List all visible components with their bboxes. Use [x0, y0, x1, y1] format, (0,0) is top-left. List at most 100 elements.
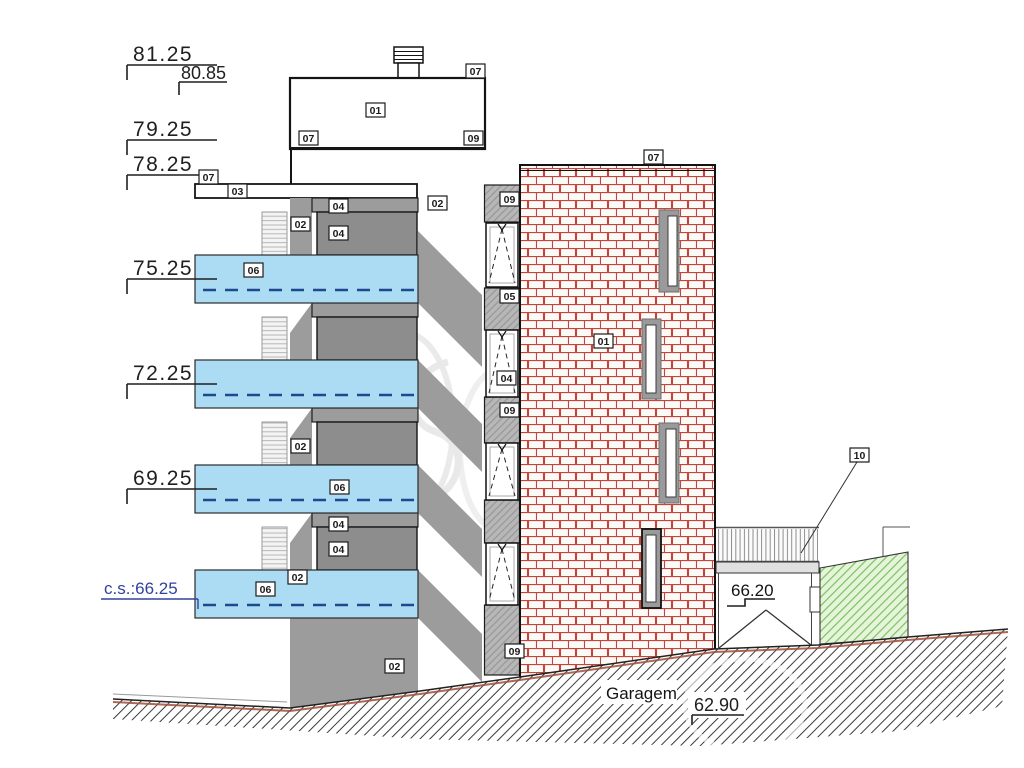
- tag-07-brick-top: 07: [643, 149, 664, 165]
- tag-09-strip-2: 09: [499, 402, 520, 418]
- svg-text:04: 04: [333, 519, 345, 531]
- floor-modules: [261, 197, 419, 571]
- svg-text:03: 03: [232, 186, 244, 198]
- chimney-cap-lines: [394, 51, 423, 60]
- tag-02-sidewall: 02: [427, 195, 448, 211]
- svg-text:04: 04: [333, 544, 345, 556]
- garage-door-symbol: [718, 609, 812, 649]
- terrain-line: [112, 628, 1009, 709]
- elevation-mark-cs-66-25: c.s.:66.25: [104, 579, 178, 598]
- svg-text:02: 02: [292, 572, 304, 584]
- elevation-mark-62-90: 62.90: [694, 695, 739, 715]
- tag-07-penthouse-left: 07: [298, 130, 319, 146]
- window-strip: [483, 184, 521, 676]
- svg-text:07: 07: [203, 172, 215, 184]
- tag-04-strip-window: 04: [496, 370, 517, 386]
- slit-window-2: [641, 318, 662, 400]
- tag-02-strip-floor4: 02: [287, 569, 308, 585]
- tag-04-band-floor1: 04: [328, 198, 349, 214]
- grass-slope: [819, 551, 909, 645]
- tag-02-ground-wall: 02: [384, 658, 405, 674]
- garagem-label-bg: [601, 680, 677, 704]
- tag-07-roof-top: 07: [465, 63, 486, 79]
- tag-02-strip-floor1: 02: [290, 216, 311, 232]
- tag-10-railing: 10: [849, 447, 870, 463]
- tag-07-canopy: 07: [198, 169, 219, 185]
- svg-text:07: 07: [648, 152, 660, 164]
- tag-05-strip: 05: [499, 288, 520, 304]
- tag-06-balcony1: 06: [243, 262, 264, 278]
- svg-text:09: 09: [468, 133, 480, 145]
- shutter-louver: [261, 211, 288, 256]
- elevation-mark-80-85: 80.85: [181, 63, 226, 83]
- component-tags: 07 01 07 09 07 03 04 02 04 02 06 07 09 0…: [198, 63, 870, 674]
- slit-window-1: [658, 209, 680, 293]
- svg-text:02: 02: [389, 661, 401, 673]
- strip-window-4: [485, 542, 519, 606]
- elevation-mark-79-25: 79.25: [133, 118, 193, 141]
- balcony-2: [194, 359, 419, 409]
- chimney-stack: [397, 62, 420, 80]
- svg-text:04: 04: [333, 228, 345, 240]
- elevation-mark-81-25: 81.25: [133, 43, 193, 66]
- garage-roof-slab: [715, 561, 820, 574]
- svg-text:09: 09: [509, 646, 521, 658]
- garagem-label: Garagem: [606, 684, 677, 703]
- garage-zone: [715, 526, 910, 649]
- elevation-mark-78-25: 78.25: [133, 153, 193, 176]
- shadow-band: [418, 570, 482, 682]
- balcony-3: [194, 464, 419, 514]
- svg-text:06: 06: [260, 584, 272, 596]
- tag-10-leader: [800, 461, 858, 554]
- svg-text:09: 09: [504, 405, 516, 417]
- watermark-ground: [682, 656, 808, 754]
- elevation-mark-69-25: 69.25: [133, 467, 193, 490]
- tag-09-strip-1: 09: [499, 191, 520, 207]
- svg-text:01: 01: [370, 105, 382, 117]
- elevation-marks: 81.25 80.85 79.25 78.25 75.25 72.25 69.2…: [101, 43, 227, 609]
- terrain: [112, 628, 1009, 754]
- ground-hatch: [113, 629, 1008, 746]
- shadow-band: [418, 465, 482, 577]
- brick-wall: [519, 164, 716, 689]
- svg-text:02: 02: [432, 198, 444, 210]
- slit-window-4: [641, 528, 662, 609]
- terrain-line-brown: [112, 631, 1009, 713]
- elevation-mark-75-25: 75.25: [133, 257, 193, 280]
- tag-09-penthouse-right: 09: [463, 130, 484, 146]
- elev-6290-bg: [688, 692, 746, 718]
- svg-text:06: 06: [334, 482, 346, 494]
- elevation-mark-72-25: 72.25: [133, 362, 193, 385]
- tag-03-canopy-slab: 03: [227, 183, 248, 199]
- svg-text:06: 06: [248, 265, 260, 277]
- svg-text:04: 04: [501, 373, 513, 385]
- strip-window-2: [485, 329, 519, 398]
- tag-06-balcony3: 06: [329, 479, 350, 495]
- shadow-band: [418, 231, 482, 367]
- shadow-band: [418, 360, 482, 472]
- penthouse-volume: [194, 46, 487, 199]
- svg-text:04: 04: [333, 201, 345, 213]
- tag-01-brick-wall: 01: [593, 333, 614, 349]
- tag-09-strip-bottom: 09: [504, 643, 525, 659]
- tag-06-balcony4: 06: [255, 581, 276, 597]
- tag-04-panel-floor1: 04: [328, 225, 349, 241]
- svg-text:07: 07: [303, 133, 315, 145]
- strip-window-3: [485, 442, 519, 501]
- shutter-louver: [261, 421, 288, 466]
- balcony-1: [194, 254, 419, 304]
- tag-02-strip-floor3: 02: [290, 438, 311, 454]
- svg-text:10: 10: [854, 450, 866, 462]
- shutter-louver: [261, 526, 288, 571]
- slit-window-3: [658, 422, 680, 504]
- svg-text:02: 02: [295, 219, 307, 231]
- svg-text:07: 07: [470, 66, 482, 78]
- svg-text:09: 09: [504, 194, 516, 206]
- tag-01-penthouse: 01: [365, 102, 386, 118]
- shutter-louver: [261, 316, 288, 361]
- svg-text:01: 01: [598, 336, 610, 348]
- tag-04-band-floor4: 04: [328, 516, 349, 532]
- svg-text:05: 05: [504, 291, 516, 303]
